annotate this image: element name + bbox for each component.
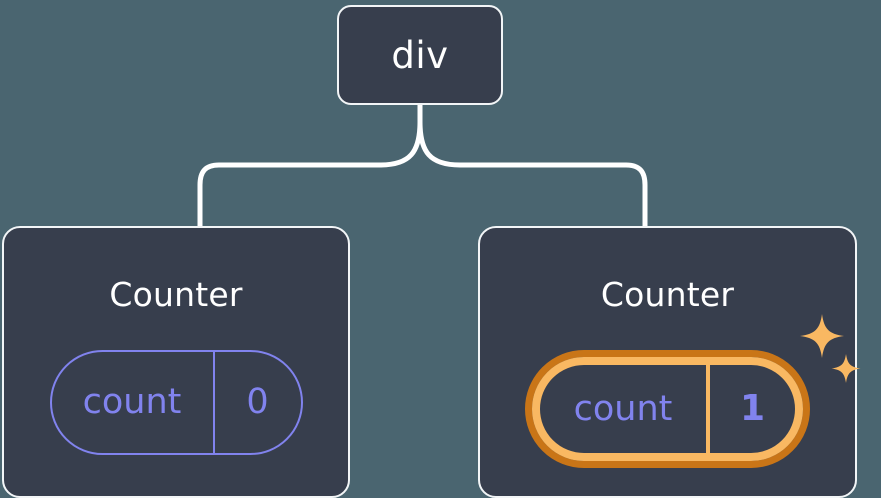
state-key-left: count xyxy=(52,352,215,453)
node-counter-right-title: Counter xyxy=(600,275,735,314)
connector-branch-right xyxy=(417,119,648,229)
state-pill-left[interactable]: count 0 xyxy=(49,350,303,455)
node-root-div[interactable]: div xyxy=(337,5,503,105)
node-counter-left-title: Counter xyxy=(109,275,243,314)
node-counter-left[interactable]: Counter count 0 xyxy=(2,226,350,498)
state-value-right: 1 xyxy=(739,388,766,429)
state-key-right: count xyxy=(540,365,710,453)
state-pill-wrap-left: count 0 xyxy=(4,350,348,455)
state-pill-wrap-right: count 1 xyxy=(480,350,855,468)
state-pill-right-content: count 1 xyxy=(540,365,795,453)
connector-branch-left xyxy=(197,119,423,229)
node-counter-right[interactable]: Counter count 1 xyxy=(478,226,857,498)
state-pill-right-highlighted[interactable]: count 1 xyxy=(525,350,810,468)
root-node-label: div xyxy=(391,33,449,77)
state-value-left: 0 xyxy=(246,382,269,422)
